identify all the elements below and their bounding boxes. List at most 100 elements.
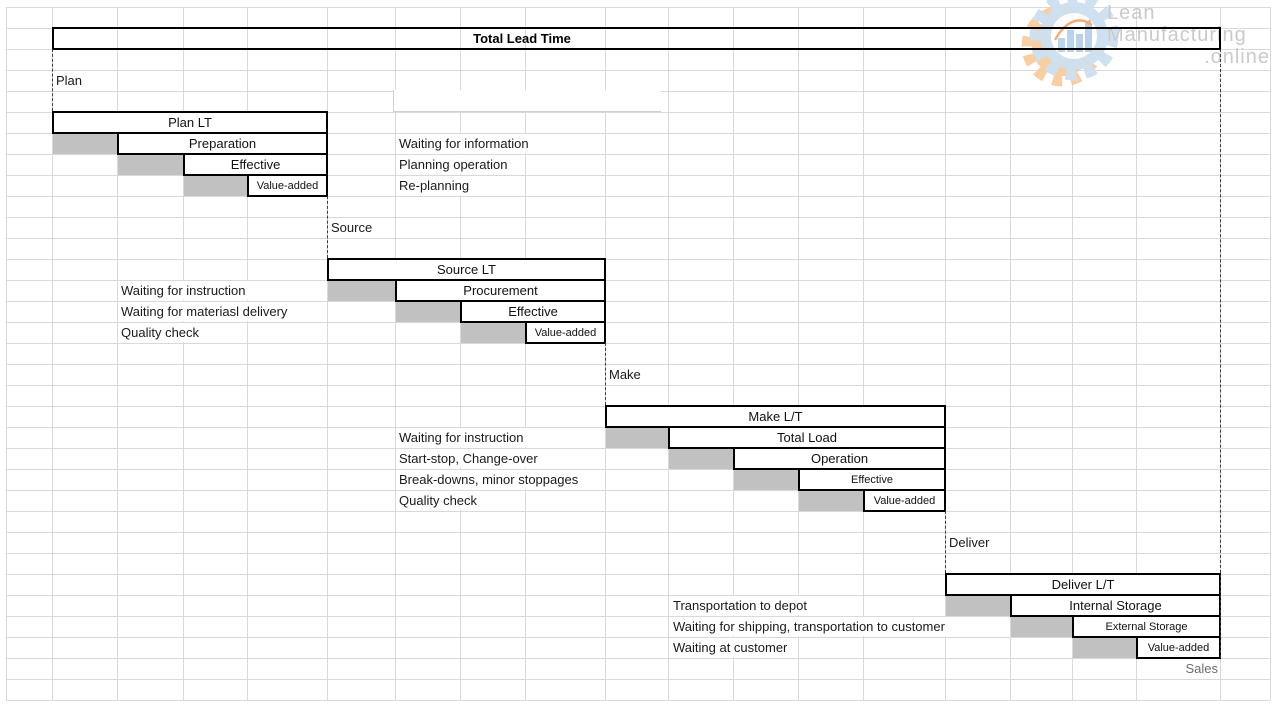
grid-line-horizontal bbox=[6, 154, 1270, 155]
waste-time-cell bbox=[1073, 638, 1136, 658]
waste-description-label: Quality check bbox=[396, 491, 481, 510]
bar-source-0: Source LT bbox=[327, 258, 606, 281]
bar-make-2: Operation bbox=[733, 447, 946, 470]
grid-line-vertical bbox=[1010, 7, 1011, 700]
grid-line-vertical bbox=[327, 7, 328, 700]
grid-line-horizontal bbox=[6, 259, 1270, 260]
grid-line-vertical bbox=[117, 7, 118, 700]
bar-plan-3: Value-added bbox=[247, 174, 328, 197]
grid-line-horizontal bbox=[6, 385, 1270, 386]
grid-line-horizontal bbox=[6, 469, 1270, 470]
grid-line-horizontal bbox=[6, 217, 1270, 218]
bar-source-1: Procurement bbox=[395, 279, 606, 302]
grid-line-horizontal bbox=[6, 637, 1270, 638]
waste-description-label: Waiting for instruction bbox=[118, 281, 249, 300]
waste-time-cell bbox=[396, 302, 460, 322]
grid-line-horizontal bbox=[6, 574, 1270, 575]
grid-line-vertical bbox=[1136, 7, 1137, 700]
grid-line-horizontal bbox=[6, 238, 1270, 239]
bar-deliver-3: Value-added bbox=[1136, 636, 1221, 659]
grid-line-vertical bbox=[525, 7, 526, 700]
bar-plan-0: Plan LT bbox=[52, 111, 328, 134]
empty-cell-band bbox=[393, 90, 661, 112]
grid-line-horizontal bbox=[6, 175, 1270, 176]
grid-line-horizontal bbox=[6, 679, 1270, 680]
bar-plan-2: Effective bbox=[183, 153, 328, 176]
grid-line-horizontal bbox=[6, 70, 1270, 71]
phase-divider-plan bbox=[52, 49, 53, 111]
logo-text-manufacturing: Manufacturing bbox=[1107, 24, 1247, 46]
phase-divider-source bbox=[327, 196, 328, 258]
total-lead-time-bar bbox=[52, 27, 1221, 50]
waste-description-label: Waiting for information bbox=[396, 134, 532, 153]
grid-line-vertical bbox=[247, 7, 248, 700]
grid-line-horizontal bbox=[6, 553, 1270, 554]
waste-time-cell bbox=[53, 134, 117, 154]
grid-line-horizontal bbox=[6, 511, 1270, 512]
waste-description-label: Re-planning bbox=[396, 176, 473, 195]
bar-make-1: Total Load bbox=[668, 426, 946, 449]
phase-label-plan: Plan bbox=[54, 71, 85, 91]
waste-time-cell bbox=[328, 281, 395, 301]
bar-deliver-2: External Storage bbox=[1072, 615, 1221, 638]
grid-line-horizontal bbox=[6, 301, 1270, 302]
waste-time-cell bbox=[461, 323, 525, 343]
grid-line-vertical bbox=[1270, 7, 1271, 700]
bar-source-3: Value-added bbox=[525, 321, 606, 344]
waste-time-cell bbox=[118, 155, 183, 175]
bar-make-3: Effective bbox=[798, 468, 946, 491]
grid-line-vertical bbox=[6, 7, 7, 700]
phase-label-source: Source bbox=[329, 218, 375, 238]
grid-line-horizontal bbox=[6, 280, 1270, 281]
waste-time-cell bbox=[734, 470, 798, 490]
sales-boundary-line bbox=[1220, 49, 1221, 658]
waste-time-cell bbox=[1011, 617, 1072, 637]
waste-time-cell bbox=[946, 596, 1010, 616]
bar-deliver-1: Internal Storage bbox=[1010, 594, 1221, 617]
grid-line-vertical bbox=[945, 7, 946, 700]
grid-line-horizontal bbox=[6, 112, 1270, 113]
gear-chart-icon bbox=[1021, 0, 1119, 87]
waste-description-label: Waiting for instruction bbox=[396, 428, 527, 447]
grid-line-horizontal bbox=[6, 133, 1270, 134]
waste-description-label: Waiting for shipping, transportation to … bbox=[670, 617, 948, 636]
waste-description-label: Transportation to depot bbox=[670, 596, 810, 615]
waste-time-cell bbox=[799, 491, 863, 511]
waste-description-label: Break-downs, minor stoppages bbox=[396, 470, 582, 489]
grid-line-vertical bbox=[863, 7, 864, 700]
grid-line-vertical bbox=[52, 7, 53, 700]
grid-line-vertical bbox=[798, 7, 799, 700]
bar-source-2: Effective bbox=[460, 300, 606, 323]
waste-description-label: Planning operation bbox=[396, 155, 511, 174]
bar-make-4: Value-added bbox=[863, 489, 946, 512]
bar-deliver-0: Deliver L/T bbox=[945, 573, 1221, 596]
grid-line-horizontal bbox=[6, 616, 1270, 617]
grid-line-horizontal bbox=[6, 700, 1270, 701]
waste-time-cell bbox=[606, 428, 668, 448]
grid-line-horizontal bbox=[6, 658, 1270, 659]
phase-divider-deliver bbox=[945, 511, 946, 573]
grid-line-vertical bbox=[733, 7, 734, 700]
phase-divider-make bbox=[605, 343, 606, 405]
grid-line-horizontal bbox=[6, 7, 1270, 8]
waste-description-label: Quality check bbox=[118, 323, 203, 342]
grid-line-horizontal bbox=[6, 322, 1270, 323]
waste-time-cell bbox=[184, 176, 247, 196]
waste-time-cell bbox=[669, 449, 733, 469]
grid-line-vertical bbox=[460, 7, 461, 700]
bar-plan-1: Preparation bbox=[117, 132, 328, 155]
grid-line-horizontal bbox=[6, 448, 1270, 449]
bar-make-0: Make L/T bbox=[605, 405, 946, 428]
grid-line-horizontal bbox=[6, 532, 1270, 533]
grid-line-horizontal bbox=[6, 343, 1270, 344]
grid-line-horizontal bbox=[6, 364, 1270, 365]
grid-line-horizontal bbox=[6, 490, 1270, 491]
sales-label: Sales bbox=[1185, 661, 1218, 676]
waste-description-label: Start-stop, Change-over bbox=[396, 449, 541, 468]
grid-line-horizontal bbox=[6, 196, 1270, 197]
grid-line-vertical bbox=[1072, 7, 1073, 700]
phase-label-deliver: Deliver bbox=[947, 533, 992, 553]
total-lead-time-label: Total Lead Time bbox=[473, 31, 571, 46]
